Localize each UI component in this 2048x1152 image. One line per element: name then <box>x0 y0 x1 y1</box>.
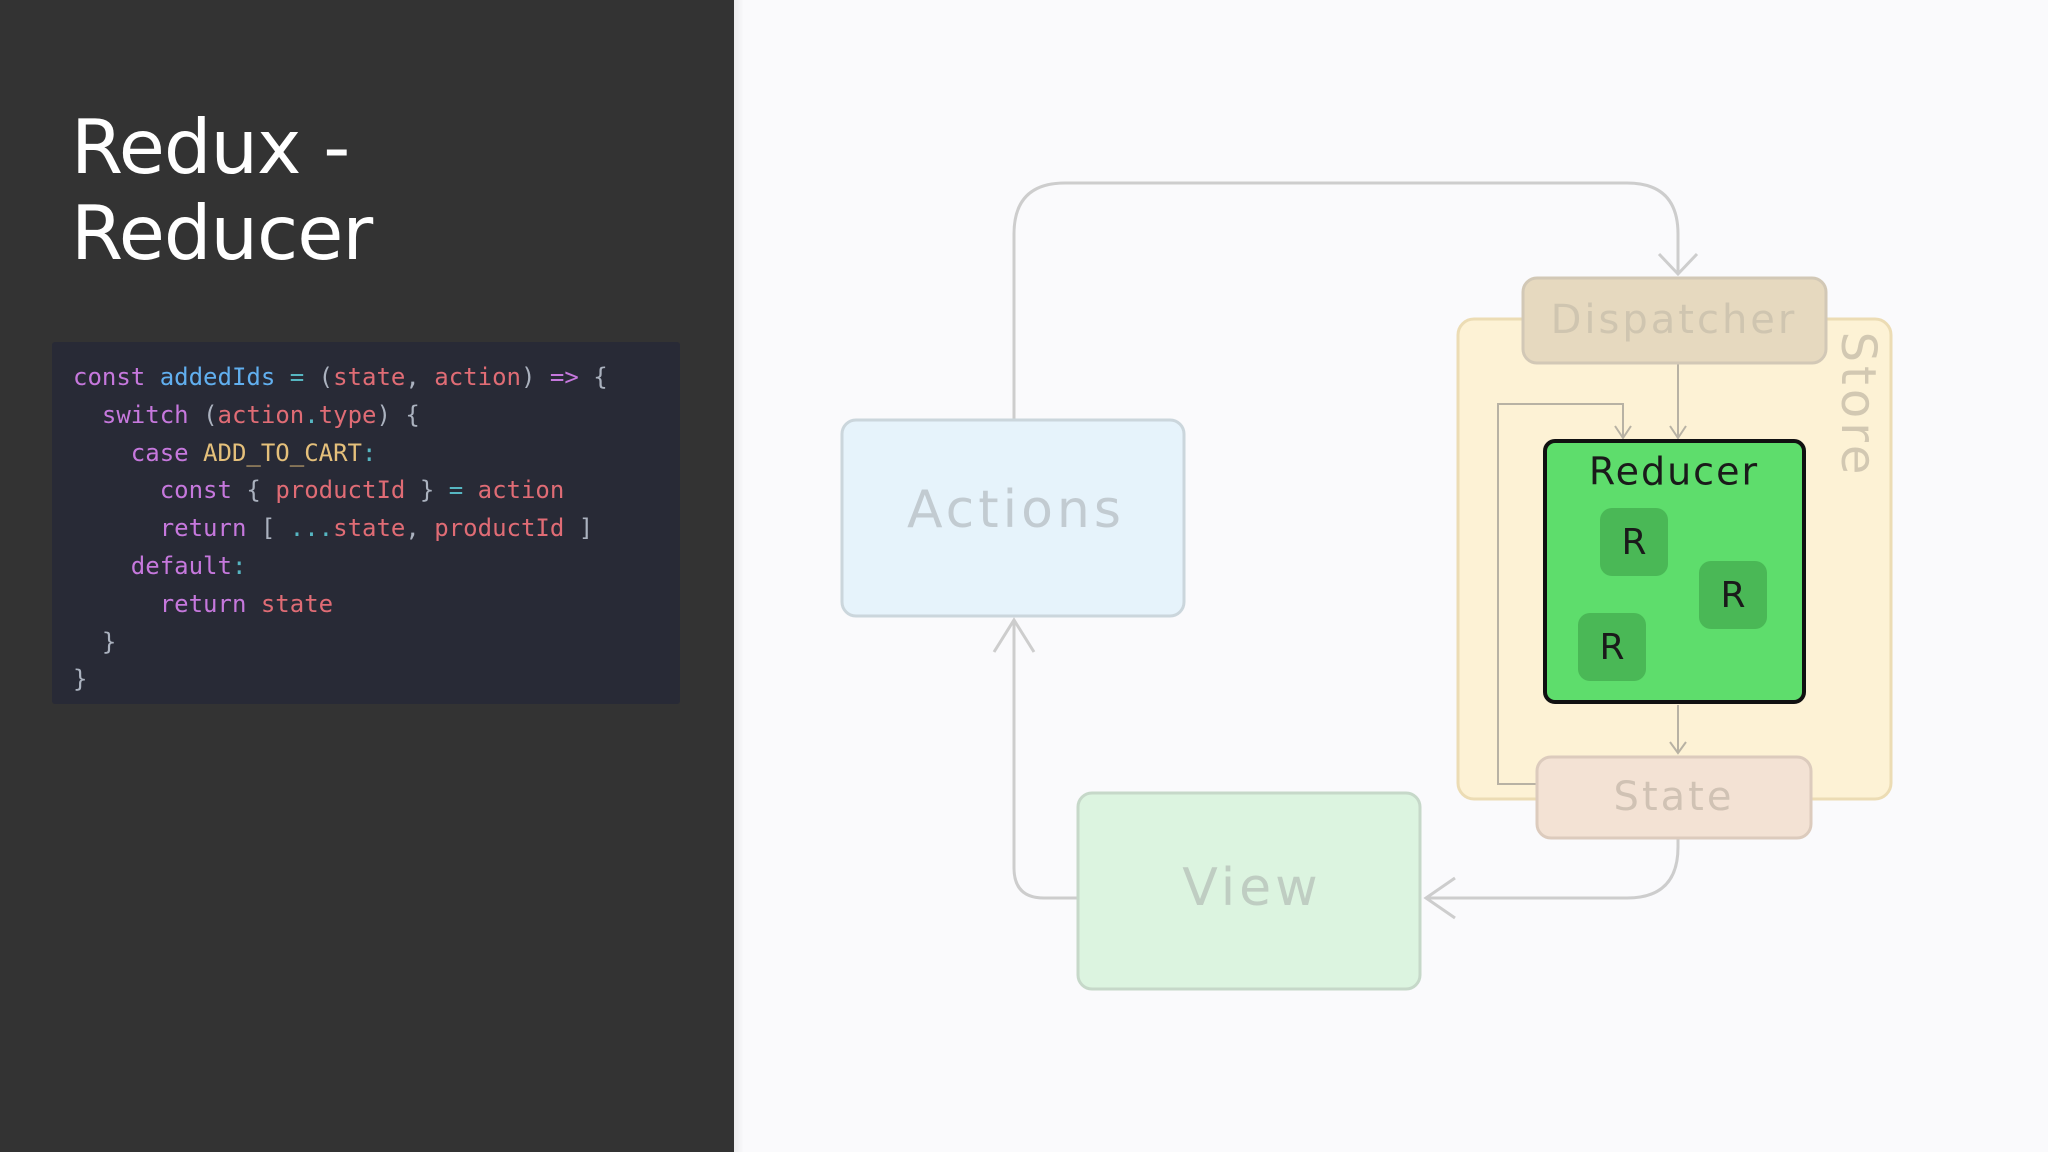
flow-state-loop-to-reducer <box>1497 403 1624 785</box>
code-line: return [ ...state, productId ] <box>159 514 594 543</box>
flow-actions-to-dispatcher <box>1012 181 1680 421</box>
arrow-head-icon <box>1423 876 1456 920</box>
state-box <box>1535 755 1813 840</box>
slide-title: Redux - Reducer <box>71 104 671 276</box>
diagram-svg: Store Dispatcher State Actions View Redu… <box>840 181 1893 991</box>
dispatcher-box <box>1521 276 1828 365</box>
dispatcher-label: Dispatcher <box>1551 297 1798 343</box>
code-line: const addedIds = (state, action) => { <box>73 363 608 391</box>
actions-label: Actions <box>907 480 1125 540</box>
arrow-head-icon <box>1669 741 1687 755</box>
code-line: case ADD_TO_CART: <box>130 438 377 467</box>
flow-view-to-actions <box>1012 620 1079 900</box>
actions-box <box>840 418 1186 618</box>
code-listing: const addedIds = (state, action) => { sw… <box>52 342 680 699</box>
store-label: Store <box>1830 332 1886 479</box>
slide-title-line-1: Redux - <box>71 103 350 191</box>
arrow-head-icon <box>1669 425 1687 440</box>
arrow-head-icon <box>1614 425 1632 440</box>
arrow-head-icon <box>1657 252 1699 277</box>
code-line: const { productId } = action <box>159 476 565 505</box>
sub-reducer <box>1578 613 1646 681</box>
sub-reducer-label: R <box>1599 627 1624 668</box>
sub-reducer <box>1600 508 1668 576</box>
sub-reducer-label: R <box>1720 575 1745 616</box>
panel-divider-shadow <box>734 0 744 1152</box>
code-line: return state <box>159 589 334 618</box>
code-line: } <box>73 665 88 694</box>
code-block: const addedIds = (state, action) => { sw… <box>52 342 680 704</box>
view-box <box>1076 791 1422 991</box>
code-line: } <box>101 627 117 656</box>
slide-left-panel: Redux - Reducer const addedIds = (state,… <box>0 0 734 1152</box>
flow-state-to-view <box>1426 836 1680 900</box>
code-line: default: <box>130 551 247 580</box>
redux-flow-diagram: Store Dispatcher State Actions View Redu… <box>744 0 2048 1152</box>
reducer-label: Reducer <box>1589 450 1759 494</box>
slide-title-line-2: Reducer <box>71 189 373 277</box>
code-line: switch (action.type) { <box>101 400 420 429</box>
sub-reducer <box>1699 561 1767 629</box>
view-label: View <box>1182 858 1321 918</box>
sub-reducer-label: R <box>1621 522 1646 563</box>
state-label: State <box>1614 774 1735 820</box>
arrow-head-icon <box>992 617 1036 653</box>
